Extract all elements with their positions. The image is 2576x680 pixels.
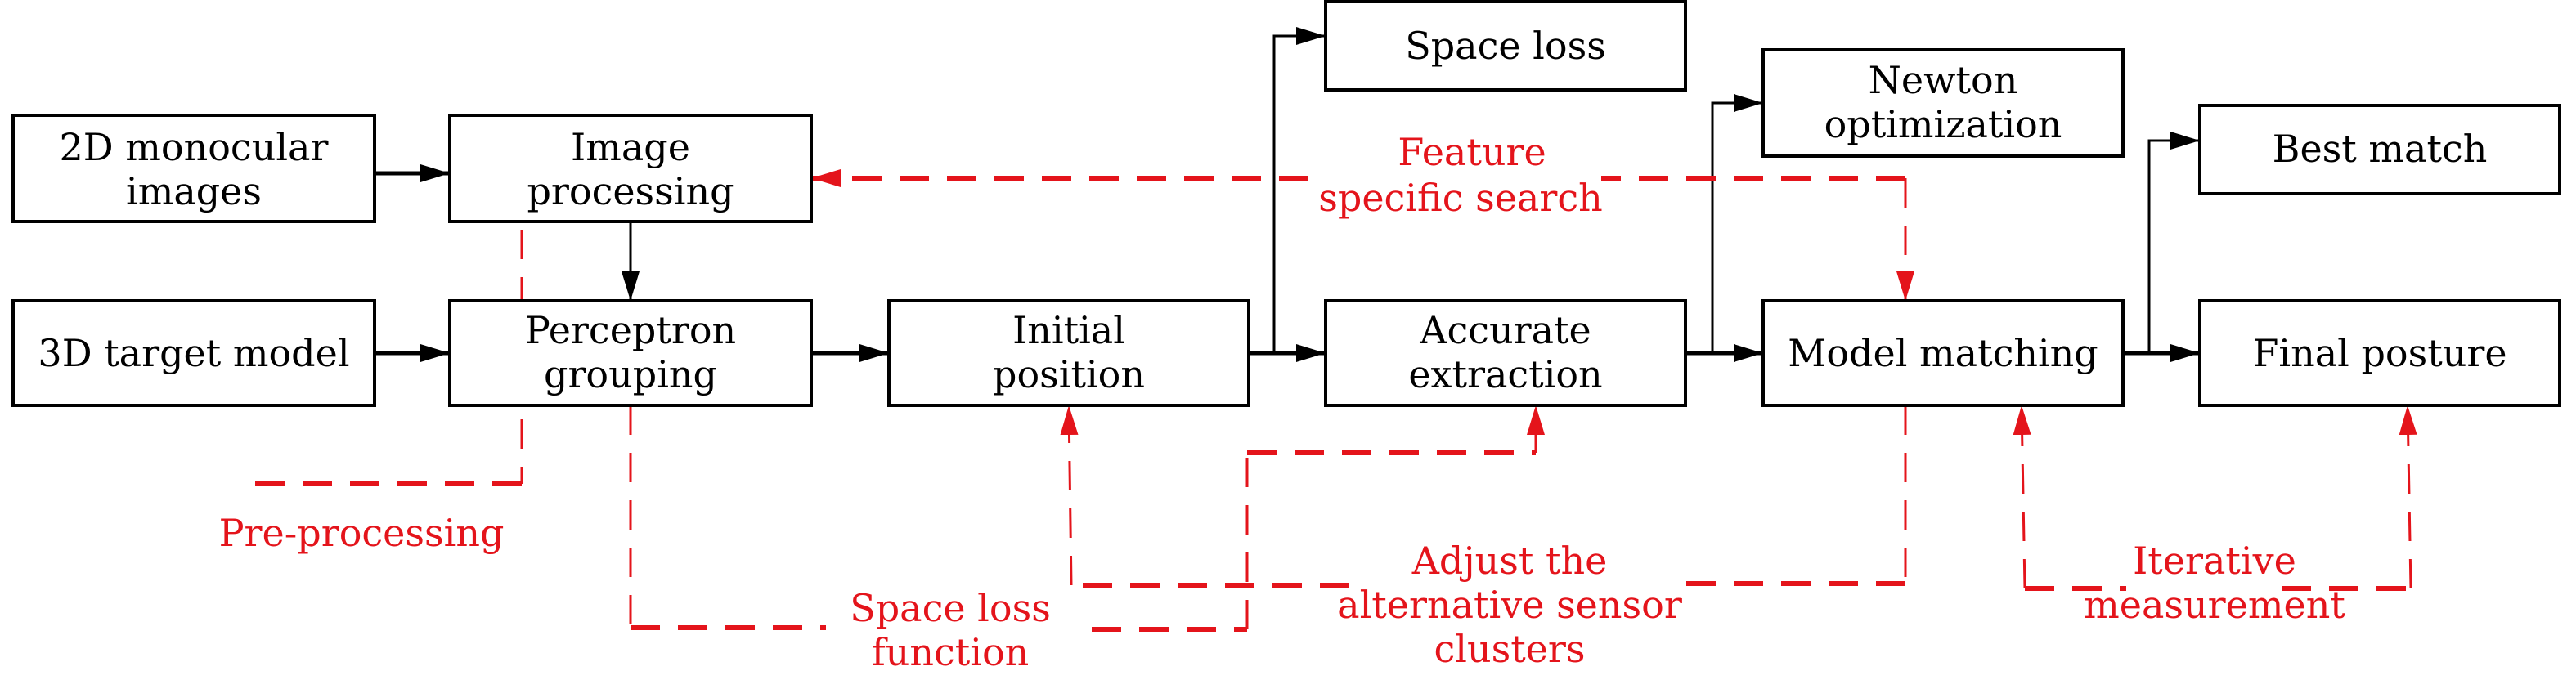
node-label: position	[993, 352, 1145, 396]
node-label: images	[126, 169, 262, 213]
node-label: Newton	[1869, 58, 2018, 102]
label-pre-processing: Pre-processing	[219, 511, 505, 555]
feedback-label: alternative sensor	[1337, 583, 1682, 627]
node-label: Best match	[2273, 127, 2488, 171]
feedback-label: measurement	[2084, 583, 2345, 627]
feedback-label: Space loss	[850, 586, 1051, 630]
node-label: Model matching	[1788, 331, 2098, 375]
feedback-label: specific search	[1318, 176, 1602, 220]
node-label: 3D target model	[38, 331, 349, 375]
edge-modelmatch-to-bestmatch	[2147, 132, 2200, 353]
edge-accurate-to-newton	[1711, 94, 1763, 353]
feedback-label: Iterative	[2133, 539, 2296, 583]
node-label: extraction	[1408, 352, 1602, 396]
feedback-label: Feature	[1398, 130, 1546, 174]
label-adjust-sensor-clusters: Adjust the alternative sensor clusters	[1337, 539, 1682, 671]
node-label: grouping	[544, 352, 717, 396]
label-space-loss-function: Space loss function	[850, 586, 1051, 674]
node-accurate-extraction: Accurate extraction	[1324, 299, 1687, 407]
label-feature-specific-search: Feature specific search	[1318, 130, 1602, 220]
node-space-loss: Space loss	[1324, 0, 1687, 92]
node-initial-position: Initial position	[887, 299, 1250, 407]
node-image-processing: Image processing	[448, 114, 813, 223]
node-label: Image	[571, 125, 690, 169]
node-model-matching: Model matching	[1761, 299, 2125, 407]
black-connectors	[375, 27, 2200, 362]
iterative-arrow-to-modelmatch	[2013, 405, 2031, 589]
feedback-label: Pre-processing	[219, 511, 505, 555]
feedback-connectors	[245, 169, 2417, 632]
node-label: optimization	[1824, 102, 2062, 146]
node-3d-target-model: 3D target model	[11, 299, 376, 407]
node-label: Final posture	[2252, 331, 2506, 375]
node-label: Initial	[1012, 308, 1125, 352]
feedback-label: Adjust the	[1411, 539, 1608, 583]
node-label: Space loss	[1405, 24, 1606, 68]
node-newton-optimization: Newton optimization	[1761, 48, 2125, 158]
feedback-label: function	[872, 630, 1030, 674]
iterative-arrow-to-final	[2399, 405, 2417, 589]
node-final-posture: Final posture	[2198, 299, 2561, 407]
node-label: 2D monocular	[60, 125, 329, 169]
edge-initpos-to-spaceloss	[1272, 27, 1326, 353]
node-label: processing	[527, 169, 734, 213]
label-iterative-measurement: Iterative measurement	[2084, 539, 2345, 627]
node-mono: 2D monocular images	[11, 114, 376, 223]
node-perceptron-grouping: Perceptron grouping	[448, 299, 813, 407]
node-label: Perceptron	[525, 308, 736, 352]
adjust-arrow-to-initpos	[1060, 405, 1079, 586]
feedback-label: clusters	[1434, 627, 1585, 671]
node-best-match: Best match	[2198, 104, 2561, 195]
node-label: Accurate	[1419, 308, 1591, 352]
